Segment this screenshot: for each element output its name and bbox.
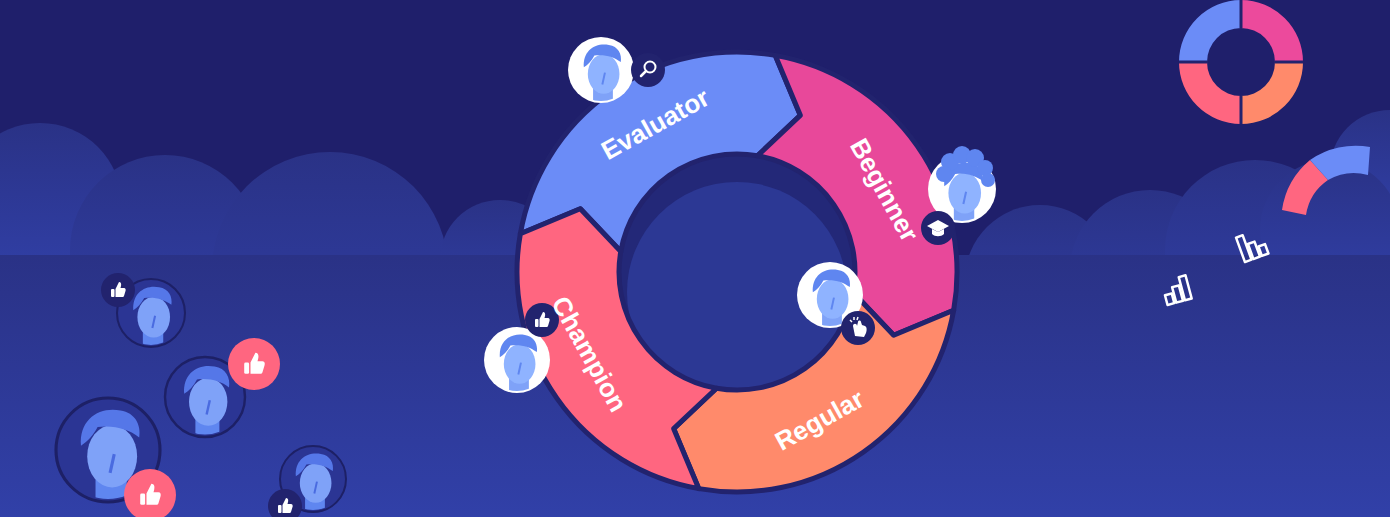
segment-path <box>757 55 957 335</box>
champion-segment: Champion <box>517 52 957 492</box>
arrow-segment-shape <box>517 52 957 492</box>
